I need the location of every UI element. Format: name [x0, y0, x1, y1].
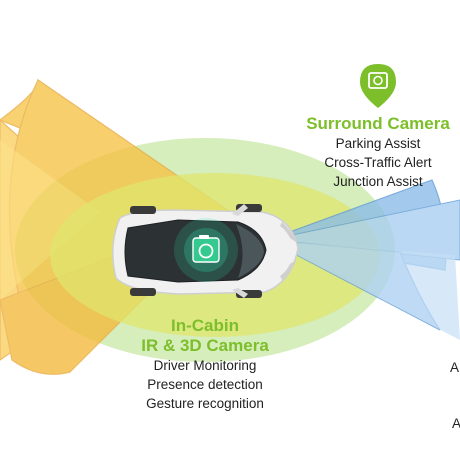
incabin-title-line1: In-Cabin	[171, 316, 239, 335]
surround-feature: Junction Assist	[333, 174, 423, 189]
incabin-title-line2: IR & 3D Camera	[141, 336, 269, 355]
incabin-feature: Presence detection	[147, 377, 263, 392]
surround-camera-title: Surround Camera	[306, 114, 450, 133]
cut-off-text: A	[450, 360, 460, 375]
surround-feature: Cross-Traffic Alert	[324, 155, 432, 170]
incabin-feature: Gesture recognition	[146, 396, 264, 411]
surround-camera-label: Surround Camera Parking Assist Cross-Tra…	[290, 114, 460, 191]
incabin-feature: Driver Monitoring	[153, 358, 257, 373]
cut-off-text: A	[452, 416, 460, 431]
incabin-camera-label: In-Cabin IR & 3D Camera Driver Monitorin…	[115, 316, 295, 413]
front-camera-fan	[265, 179, 460, 340]
incabin-camera-icon	[174, 218, 238, 282]
camera-pin-icon	[360, 64, 396, 108]
surround-feature: Parking Assist	[335, 136, 421, 151]
